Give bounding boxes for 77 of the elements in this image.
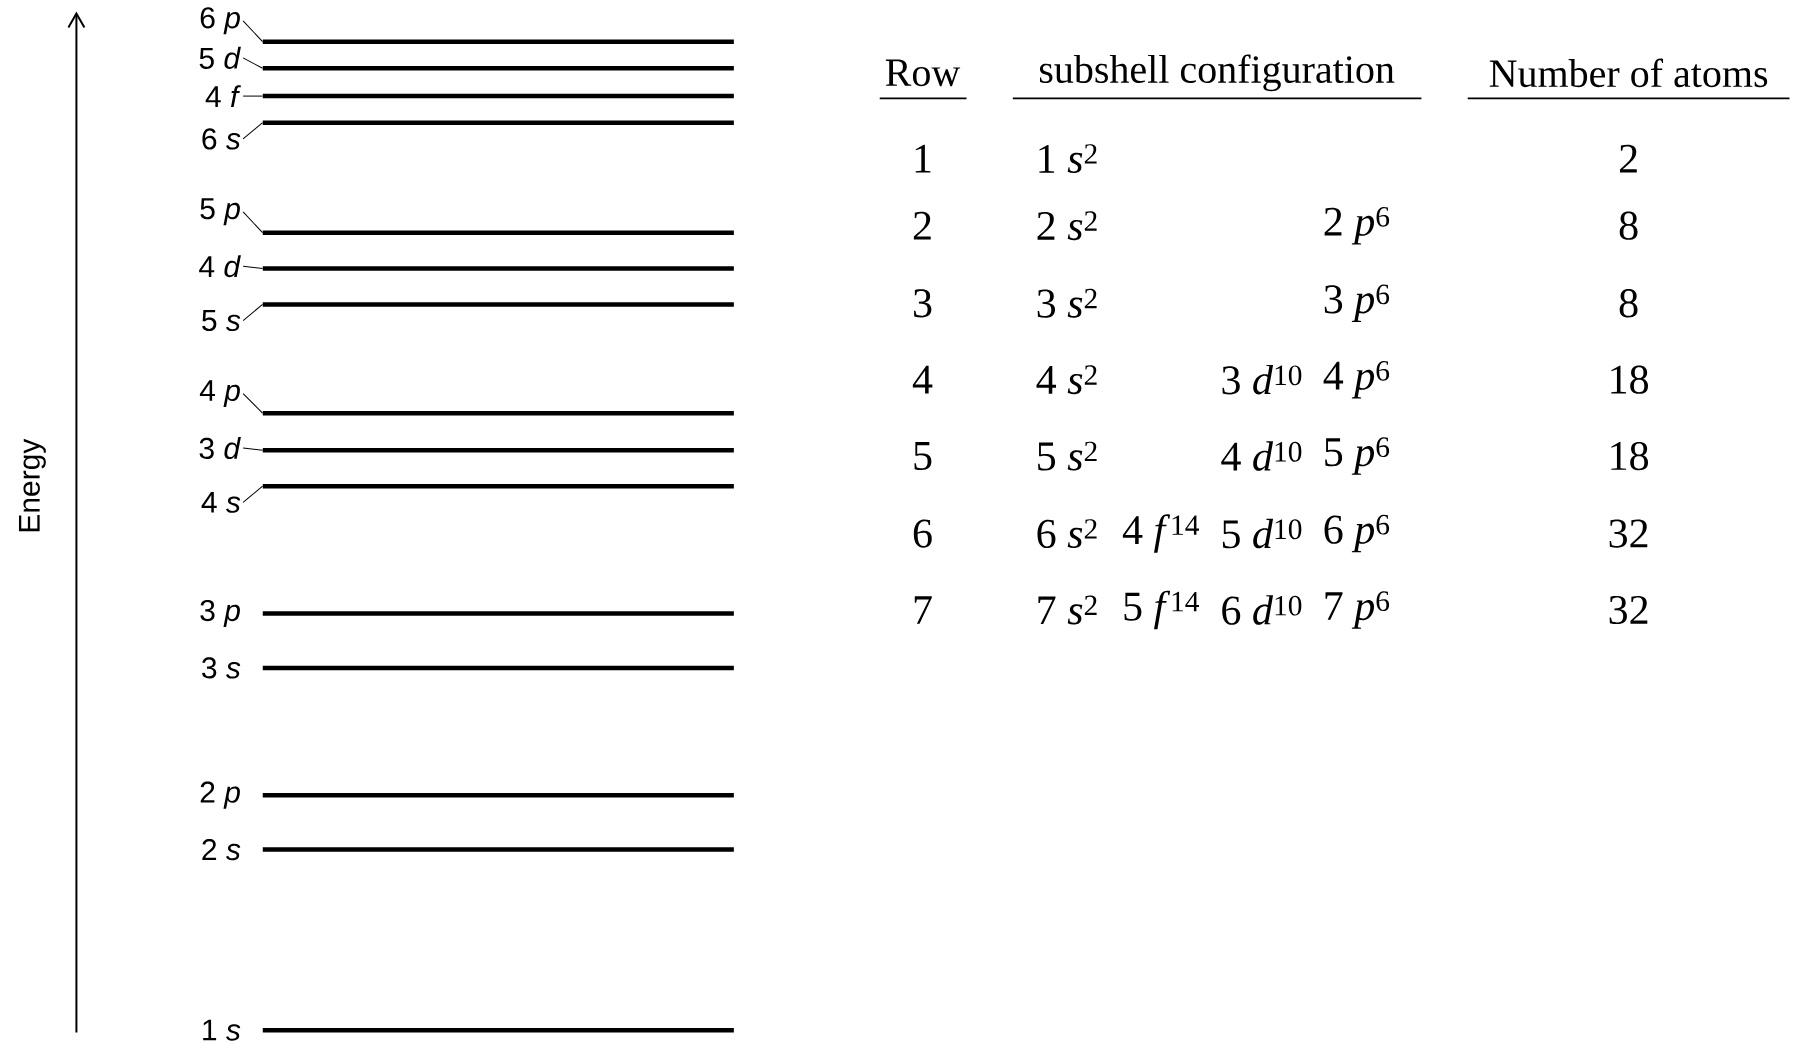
level-label: 4 f (205, 85, 241, 107)
table-cell: 8 (1619, 211, 1638, 240)
table-cell: 1 s$^{2}$ (1039, 144, 1097, 174)
table-cell: 5 s$^{2}$ (1038, 441, 1097, 471)
table-cell: 7 s$^{2}$ (1038, 595, 1097, 625)
leader-line (242, 20, 264, 43)
table-cell: 3 s$^{2}$ (1037, 288, 1097, 318)
table-cell: 6 p$^{6}$ (1324, 514, 1390, 553)
energy-level (262, 1027, 734, 1033)
leader-line (242, 265, 264, 269)
leader-line (242, 447, 264, 451)
table-cell: 2 (1619, 144, 1637, 173)
energy-level (262, 120, 734, 125)
table-cell: 5 d$^{10}$ (1222, 518, 1302, 549)
table-cell: 8 (1619, 289, 1638, 318)
level-label: 4 d (199, 255, 241, 278)
table-cell: 18 (1611, 365, 1648, 394)
leader-line (242, 211, 264, 234)
level-label: 5 s (202, 310, 241, 332)
table-cell: 5 (914, 442, 932, 471)
table-cell: 6 (913, 519, 932, 548)
table-cell: 5 p$^{6}$ (1325, 437, 1390, 475)
table-cell: 5 f$^{14}$ (1124, 590, 1199, 630)
table-cell: 2 s$^{2}$ (1037, 211, 1097, 241)
energy-level (262, 66, 734, 71)
table-cell: 7 p$^{6}$ (1325, 591, 1390, 629)
energy-level (262, 302, 734, 307)
leader-line (242, 122, 264, 140)
table-cell: 6 d$^{10}$ (1222, 595, 1302, 625)
table-cell: 4 d$^{10}$ (1221, 441, 1302, 471)
level-label: 4 p (199, 380, 240, 407)
level-label: 3 s (202, 657, 241, 679)
table-cell: 3 p$^{6}$ (1324, 284, 1390, 322)
leader-line (242, 485, 264, 503)
energy-level (262, 483, 734, 489)
level-label: 6 p (200, 7, 240, 35)
leader-line (242, 393, 264, 414)
table-cell: 2 p$^{6}$ (1324, 206, 1390, 245)
table-cell: 32 (1609, 595, 1648, 625)
table-cell: 1 (915, 144, 931, 173)
table-cell: 4 f$^{14}$ (1122, 514, 1199, 553)
energy-level (262, 93, 734, 99)
energy-level (262, 410, 734, 416)
table-cell: 6 s$^{2}$ (1037, 519, 1097, 549)
leader-line (242, 57, 264, 69)
energy-level (262, 230, 734, 235)
energy-level (262, 266, 734, 271)
energy-level (262, 792, 734, 798)
table-cell: 18 (1611, 441, 1648, 471)
level-label: 5 d (199, 46, 241, 69)
leader-line (242, 303, 264, 322)
table-cell: 2 (913, 211, 931, 240)
column-header: subshell configuration (1012, 54, 1423, 100)
axis-label: Energy (19, 438, 46, 532)
level-label: 6 s (202, 128, 241, 150)
energy-level (262, 39, 734, 44)
table-cell: 7 (914, 596, 932, 624)
table-cell: 3 (914, 289, 932, 318)
table-cell: 32 (1609, 519, 1648, 548)
energy-level (262, 665, 734, 671)
energy-level (262, 448, 734, 453)
level-label: 2 p (200, 781, 240, 809)
table-cell: 4 (912, 365, 933, 394)
column-header: Row (878, 59, 968, 100)
level-label: 2 s (202, 838, 241, 861)
column-header: Number of atoms (1466, 58, 1791, 100)
level-label: 5 p (200, 198, 240, 226)
energy-level (262, 611, 734, 616)
leader-line (242, 95, 264, 97)
level-label: 3 p (200, 599, 240, 628)
level-label: 3 d (199, 436, 241, 459)
energy-level (262, 847, 734, 852)
level-label: 4 s (201, 491, 241, 513)
table-cell: 3 d$^{10}$ (1222, 364, 1302, 395)
table-cell: 4 p$^{6}$ (1323, 360, 1390, 399)
table-cell: 4 s$^{2}$ (1036, 365, 1097, 395)
level-label: 1 s (203, 1019, 241, 1041)
